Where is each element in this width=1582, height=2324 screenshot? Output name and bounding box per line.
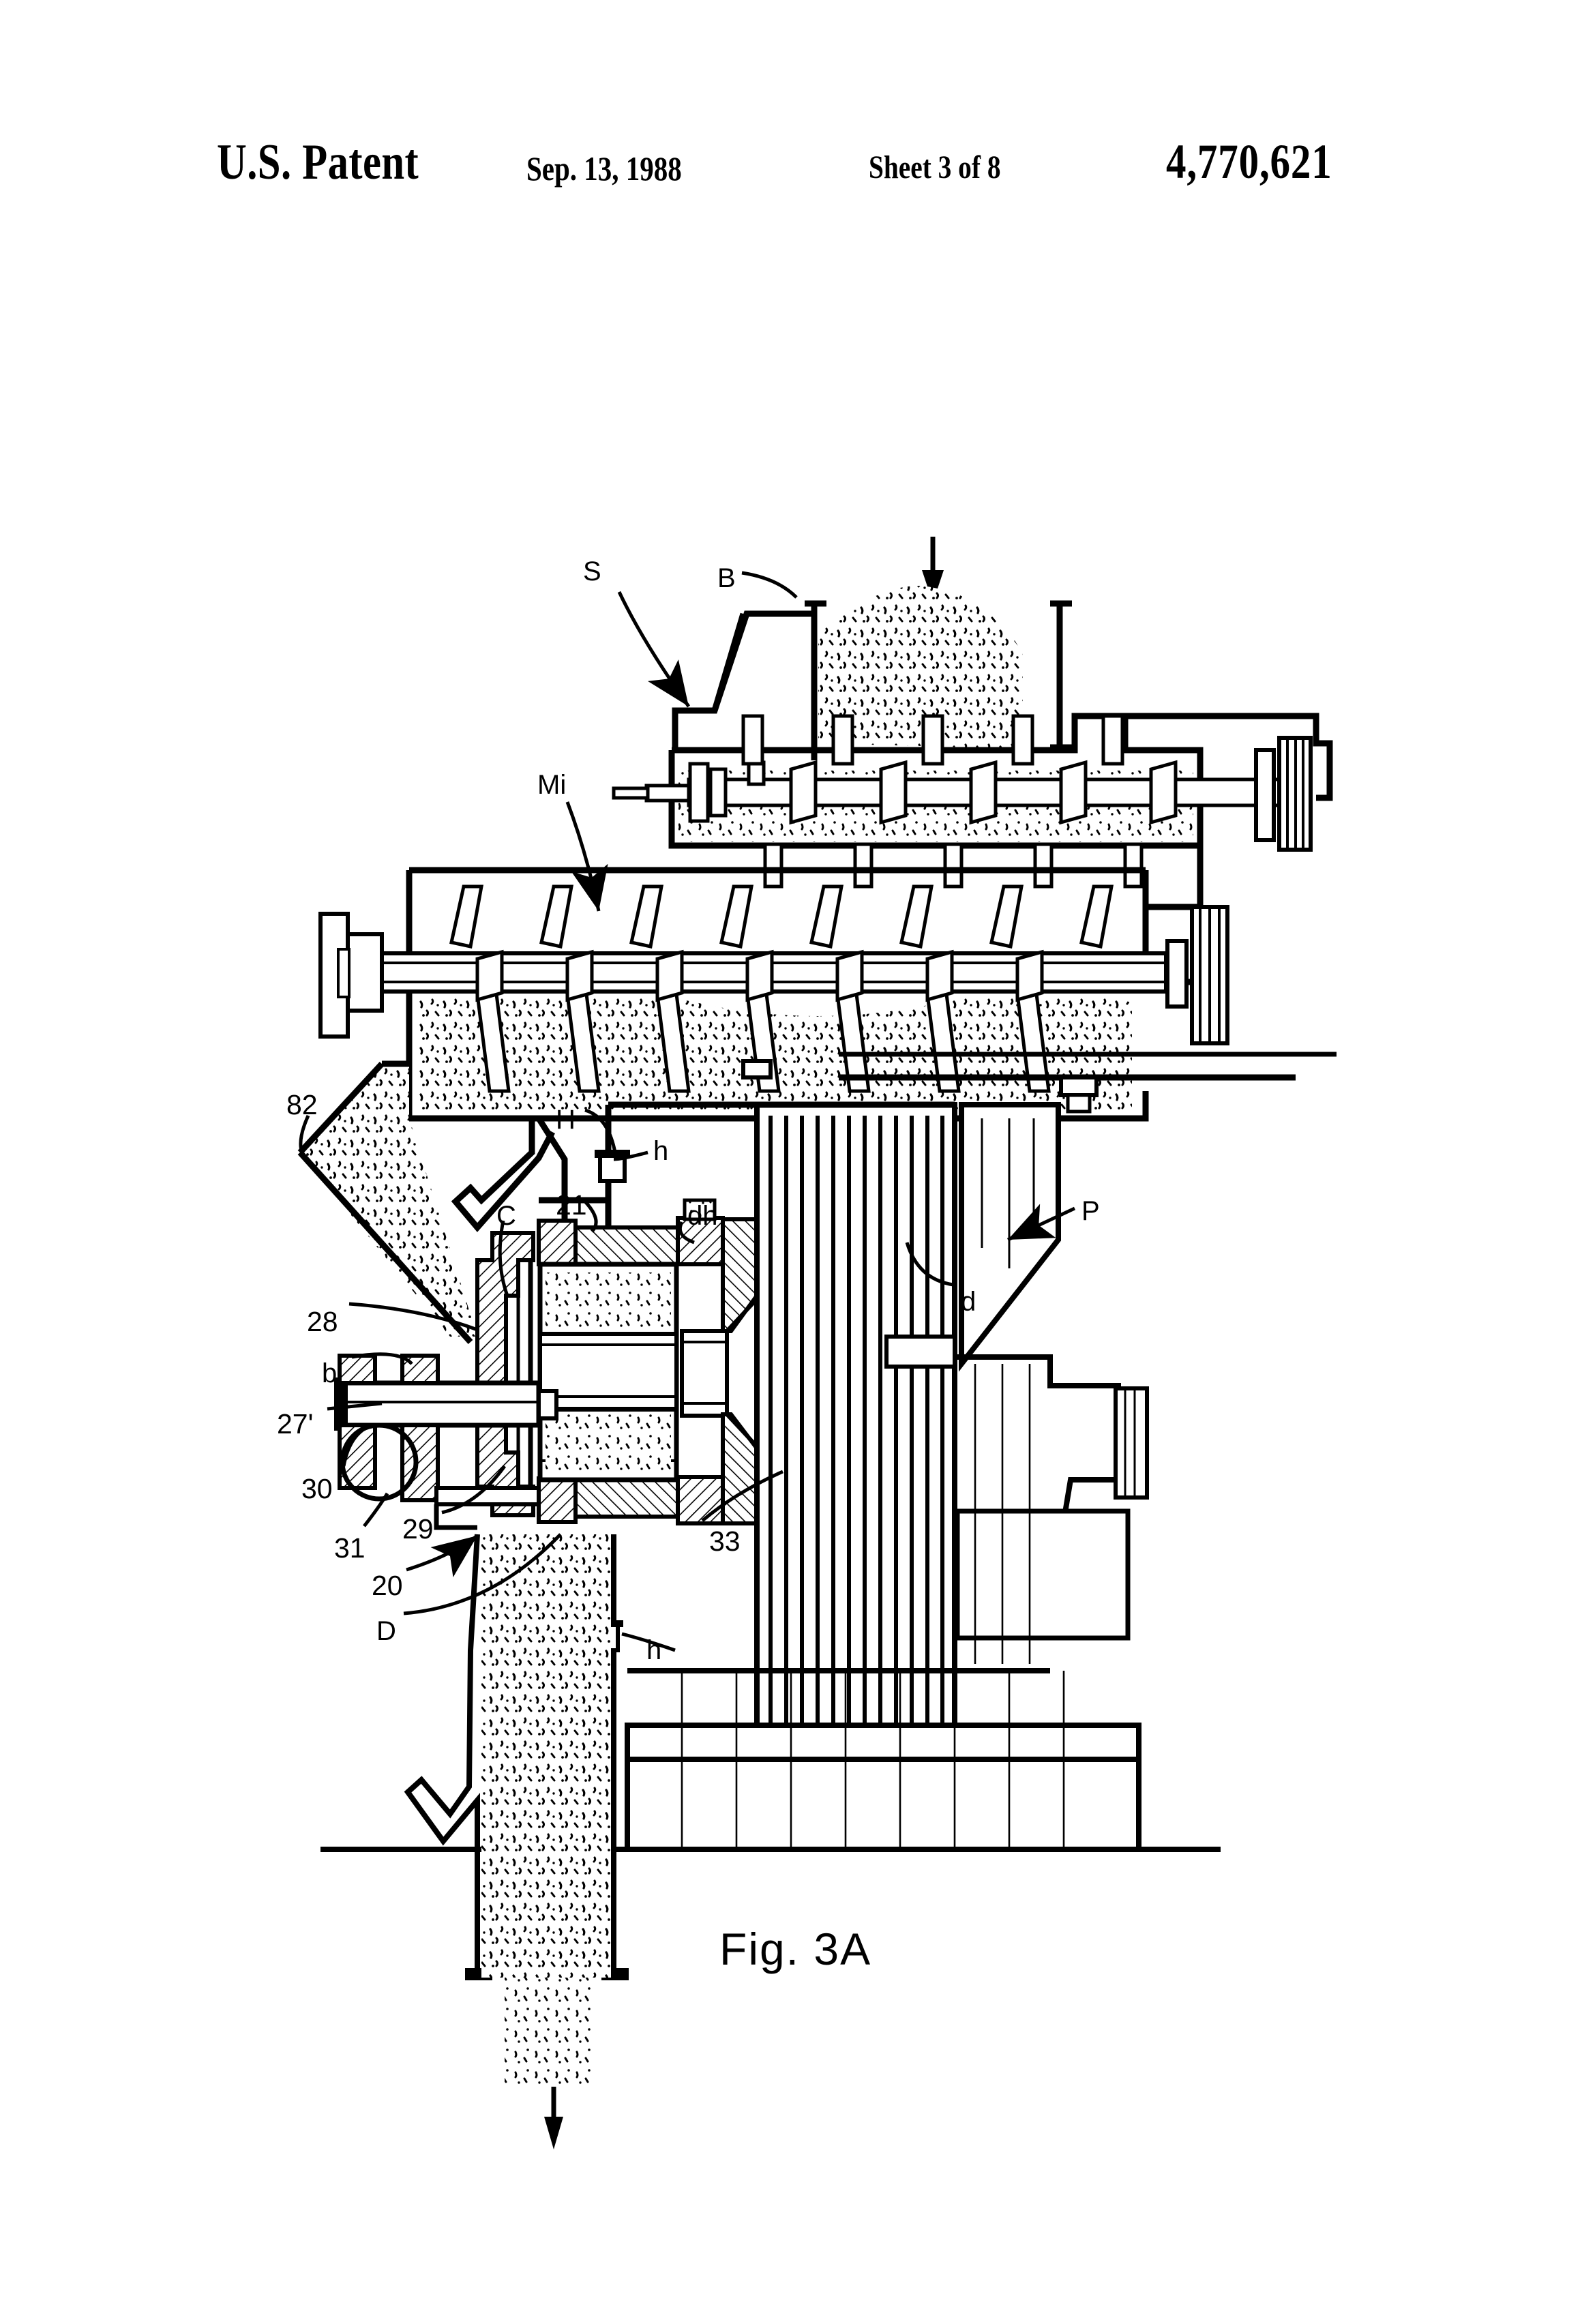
label-30: 30 [301, 1473, 333, 1504]
label-B: B [717, 563, 736, 593]
label-d: d [961, 1287, 976, 1317]
label-dh: dh [687, 1201, 718, 1231]
mixer-arms-upper [449, 884, 1114, 949]
label-b: b [322, 1358, 338, 1388]
label-H: H [556, 1105, 576, 1135]
mixer-arms-lower [475, 992, 1051, 1093]
feed-hopper-group [672, 537, 1072, 760]
left-shaft-assembly [334, 1354, 558, 1530]
discharge-chute-D [404, 1534, 629, 2149]
label-S: S [583, 556, 601, 586]
mixer-flights [475, 949, 1044, 1002]
discharge-arrow-icon [544, 2087, 563, 2149]
upper-screw-conveyor [612, 713, 1333, 889]
label-D: D [376, 1616, 396, 1646]
feed-arrow-icon [922, 537, 944, 603]
label-h-bottom: h [646, 1635, 662, 1665]
label-27-prime: 27' [277, 1408, 314, 1440]
label-21: 21 [556, 1189, 587, 1221]
label-82: 82 [286, 1089, 318, 1120]
label-33: 33 [709, 1525, 741, 1557]
patent-office-title: U.S. Patent [217, 134, 419, 190]
label-P: P [1081, 1196, 1100, 1226]
patent-header: U.S. Patent Sep. 13, 1988 Sheet 3 of 8 4… [0, 134, 1582, 209]
label-20: 20 [372, 1570, 403, 1601]
patent-date: Sep. 13, 1988 [526, 149, 682, 188]
patent-number: 4,770,621 [1166, 134, 1332, 189]
label-Mi: Mi [537, 770, 567, 800]
sheet-number: Sheet 3 of 8 [869, 149, 1001, 185]
label-C: C [496, 1201, 516, 1231]
label-h-top: h [653, 1136, 669, 1166]
figure-caption: Fig. 3A [719, 1924, 872, 1974]
leader-lines [299, 571, 1076, 1652]
tube-bundle [754, 1101, 957, 1776]
label-29: 29 [402, 1513, 434, 1545]
granular-material [818, 586, 1023, 749]
conveyor-paddles-upper [741, 714, 1178, 889]
machine-body-base [320, 1335, 1221, 1852]
main-mixer-Mi [318, 846, 1229, 1122]
label-31: 31 [334, 1532, 365, 1564]
label-28: 28 [307, 1306, 338, 1337]
